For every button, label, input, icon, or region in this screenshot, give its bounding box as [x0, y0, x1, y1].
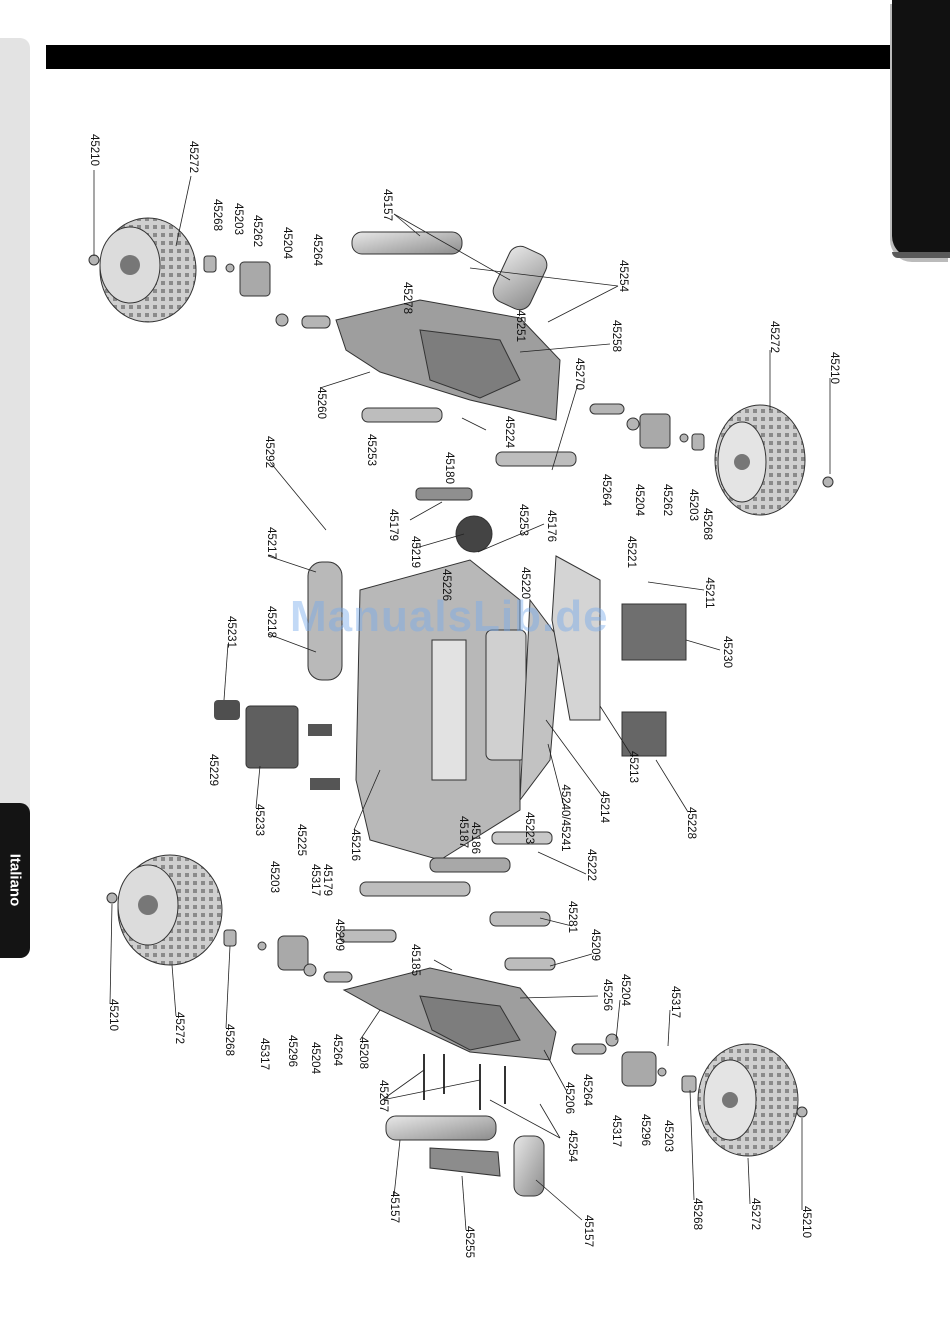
corner-section-tab — [892, 0, 950, 258]
part-label: 45262 — [661, 484, 673, 516]
header-bar — [46, 45, 891, 69]
language-tab[interactable] — [0, 803, 30, 958]
part-label: 45204 — [309, 1042, 321, 1075]
rear-suspension-assembly — [339, 831, 557, 1197]
part-label: 45176 — [545, 510, 557, 542]
part-label: 45220 — [519, 567, 531, 599]
part-label: 45223 — [523, 812, 535, 844]
part-label: 45157 — [388, 1191, 400, 1223]
part-label: 45317 — [610, 1115, 622, 1147]
wheel-front-left — [99, 217, 197, 323]
part-label: 45185 — [409, 944, 421, 976]
part-label: 45229 — [207, 754, 219, 786]
part-label: 45260 — [315, 387, 327, 419]
part-label: 45264 — [331, 1034, 343, 1067]
part-label: 45219 — [409, 536, 421, 568]
part-label: 45206 — [563, 1082, 575, 1114]
part-label: 45204 — [619, 974, 631, 1007]
part-label: 45231 — [225, 616, 237, 648]
part-label: 45262 — [251, 215, 263, 247]
part-label: 45255 — [463, 1226, 475, 1258]
part-label: 45225 — [295, 824, 307, 856]
part-label: 45208 — [357, 1037, 369, 1069]
part-label: 45278 — [401, 282, 413, 314]
part-label: 45264 — [581, 1074, 593, 1107]
wheel-hardware — [88, 254, 834, 1118]
part-label: 45254 — [566, 1130, 578, 1163]
part-label: 45210 — [828, 352, 840, 384]
part-label: 45296 — [286, 1035, 298, 1067]
wheel-front-right — [714, 404, 806, 516]
part-label: 45254 — [617, 260, 629, 293]
part-label: 45203 — [232, 203, 244, 235]
part-label: 45251 — [514, 310, 526, 342]
part-label: 45204 — [633, 484, 645, 517]
wheel-rear-left — [117, 854, 223, 966]
part-label: 45211 — [703, 577, 715, 608]
part-label: 45228 — [685, 807, 697, 839]
part-label: 45218 — [265, 606, 277, 638]
part-label: 45217 — [265, 527, 277, 559]
part-label: 45209 — [589, 929, 601, 961]
part-label: 45296 — [639, 1114, 651, 1146]
part-label: 45272 — [749, 1198, 761, 1230]
leader-lines — [93, 170, 831, 1231]
part-label: 45226 — [440, 569, 452, 601]
part-label: 45216 — [349, 829, 361, 861]
part-label: 45157 — [381, 189, 393, 221]
part-label: 45233 — [253, 804, 265, 836]
part-label: 45203 — [268, 861, 280, 893]
part-label: 45210 — [88, 134, 100, 166]
part-label: 45256 — [601, 979, 613, 1011]
part-label: 45179 — [387, 509, 399, 541]
part-label: 45270 — [573, 358, 585, 390]
part-label: 45179 — [321, 864, 333, 896]
part-label: 45253 — [365, 434, 377, 466]
part-label: 45203 — [662, 1120, 674, 1152]
part-label: 45317 — [309, 864, 321, 896]
part-label: 45210 — [800, 1206, 812, 1238]
part-label: 45317 — [669, 986, 681, 1018]
part-label: 45268 — [211, 199, 223, 231]
part-label: 45224 — [503, 416, 515, 449]
part-label: 45187 — [457, 816, 469, 848]
part-label: 45186 — [469, 822, 481, 854]
part-label: 45268 — [701, 508, 713, 540]
part-label: 45272 — [768, 321, 780, 353]
part-label: 45292 — [263, 436, 275, 468]
part-label: 45230 — [721, 636, 733, 668]
part-label: 45214 — [598, 791, 610, 824]
part-label: 45222 — [585, 849, 597, 881]
part-label: 45281 — [566, 901, 578, 933]
part-label: 45209 — [333, 919, 345, 951]
part-label: 45210 — [107, 999, 119, 1031]
part-label: 45221 — [625, 536, 637, 568]
part-label: 45272 — [173, 1012, 185, 1044]
part-label: 45180 — [443, 452, 455, 484]
part-label: 45203 — [687, 489, 699, 521]
main-chassis-assembly — [214, 515, 687, 861]
part-label: 45253 — [517, 504, 529, 536]
part-label: 45213 — [627, 751, 639, 783]
part-label: 45268 — [691, 1198, 703, 1230]
wheel-rear-right — [697, 1043, 799, 1157]
part-label: 45264 — [311, 234, 323, 267]
part-label: 45257 — [377, 1080, 389, 1112]
part-label: 45268 — [223, 1024, 235, 1056]
part-label: 45264 — [600, 474, 612, 507]
watermark: ManualsLib.de — [290, 592, 609, 641]
part-label: 45240/45241 — [559, 784, 571, 851]
part-label: 45258 — [610, 320, 622, 352]
part-label: 45317 — [258, 1038, 270, 1070]
part-label: 45157 — [582, 1215, 594, 1247]
part-label: 45272 — [187, 141, 199, 173]
part-label: 45204 — [281, 227, 293, 260]
